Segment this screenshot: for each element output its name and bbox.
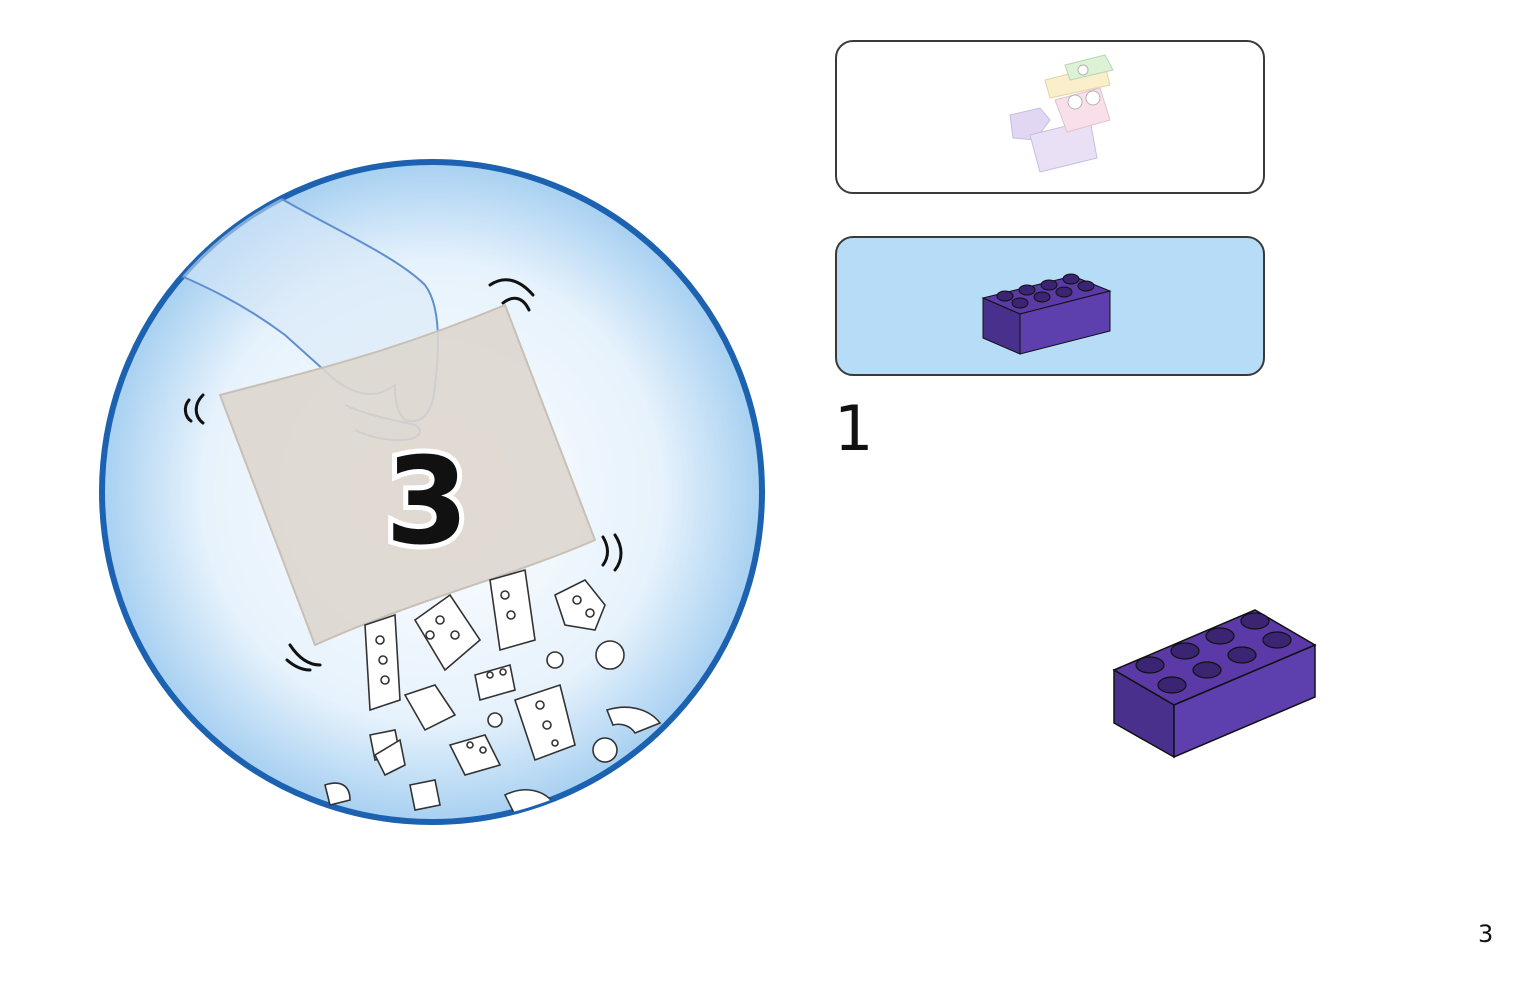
parts-list-panel [835, 236, 1265, 376]
brick-outline [403, 684, 457, 732]
brick-outline [364, 613, 401, 712]
brick-outline [324, 782, 351, 806]
brick-outline [513, 683, 576, 762]
bag-icon [218, 303, 597, 647]
brick-2x4-icon [981, 273, 1112, 355]
brick-outline [474, 663, 516, 702]
model-preview-panel [835, 40, 1265, 194]
brick-outline [373, 738, 406, 777]
brick-outline [489, 568, 536, 652]
bag-number: 3 [385, 433, 469, 572]
brick-outline [605, 706, 662, 734]
bag-opening-illustration: 3 [99, 159, 765, 825]
falling-bricks [324, 568, 662, 816]
model-preview-icon [1009, 54, 1114, 173]
brick-2x4-icon [1112, 609, 1317, 759]
motion-lines [183, 278, 623, 672]
page-number: 3 [1478, 920, 1494, 948]
brick-outline [448, 734, 502, 776]
brick-outline [413, 593, 482, 672]
step-number: 1 [834, 392, 874, 465]
brick-outline [487, 640, 625, 763]
brick-outline [554, 578, 606, 631]
brick-outline [409, 779, 441, 811]
